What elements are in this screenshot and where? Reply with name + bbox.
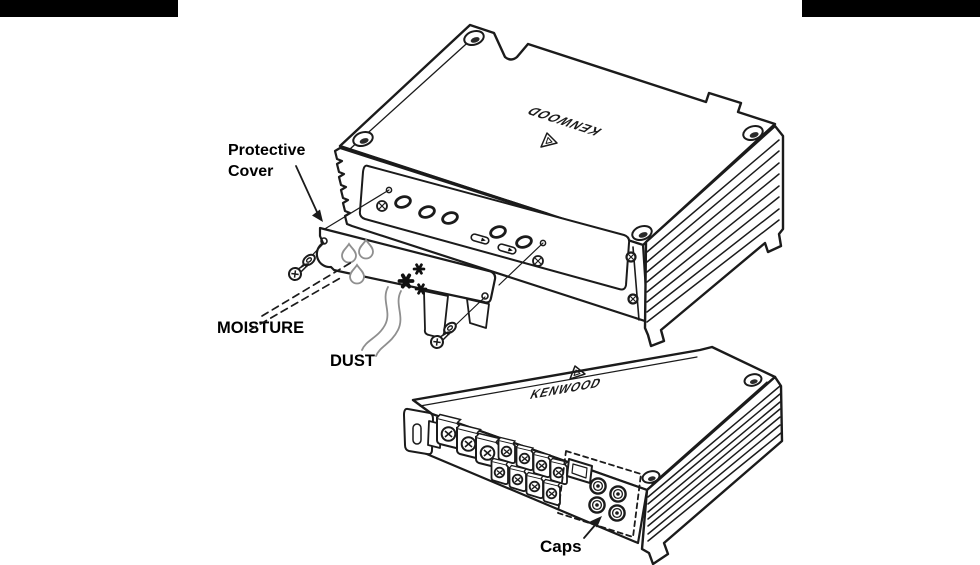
bottom-amp-seam-line (651, 381, 768, 485)
end-strip-screw (625, 251, 639, 305)
rca-cap-icon (589, 477, 607, 495)
caps-arrow-line (583, 523, 597, 539)
label-moisture: MOISTURE (217, 319, 304, 337)
bottom-amp-seam-line (419, 356, 698, 407)
mounting-screws (285, 242, 486, 352)
label-protective-cover-line1: Protective (228, 142, 305, 159)
leader-line (498, 242, 544, 286)
warning-triangle-icon (540, 132, 558, 148)
panel-screw-head (532, 255, 544, 267)
panel-screw-hole (539, 239, 547, 247)
label-protective-cover-line2: Cover (228, 163, 273, 180)
heatsink-fins (646, 139, 780, 323)
arrow-head-icon (312, 209, 323, 222)
end-cap-slot (412, 423, 422, 445)
arrow-head-icon (590, 516, 602, 528)
speaker-terminal-block (532, 450, 551, 478)
dust-wavy-line (375, 290, 402, 357)
speaker-terminal-block (497, 436, 516, 464)
protective-cover-arrow-line (295, 165, 318, 213)
protective-cover-panel (315, 226, 497, 357)
top-amp-top-face (338, 23, 777, 247)
end-cap-left (403, 407, 434, 456)
heatsink-fins (647, 385, 782, 542)
cover-tab (466, 298, 490, 329)
speaker-terminal-block (515, 443, 534, 471)
cover-screw-hole (481, 292, 489, 300)
heatsink-top-amp (643, 124, 785, 348)
label-dust: DUST (330, 352, 375, 370)
cover-screw-hole (320, 237, 328, 245)
heatsink-bottom-amp (640, 375, 784, 565)
warning-triangle-inner (545, 137, 553, 144)
panel-screw-hole (385, 186, 393, 194)
speaker-terminal-block (542, 478, 561, 506)
speaker-terminal-block (508, 464, 527, 492)
moisture-leader-dashed (249, 276, 343, 331)
warning-triangle-icon (569, 365, 586, 380)
panel-screw-head (376, 200, 388, 212)
header-bar-left (0, 0, 178, 17)
rca-cap-icon (609, 485, 627, 503)
rca-cap-icon (608, 504, 626, 522)
leader-line (322, 189, 390, 231)
dust-wavy-line (361, 286, 389, 351)
speaker-terminal-block (525, 471, 544, 499)
annotations: Protective Cover MOISTURE DUST Caps (217, 142, 602, 556)
warning-triangle-inner (573, 369, 581, 376)
amplifier-top-illustration: KENWOOD (322, 23, 785, 348)
rca-cap-icon (588, 496, 606, 514)
moisture-leader-dashed (261, 261, 353, 317)
header-bar-right (802, 0, 980, 17)
label-caps: Caps (540, 537, 582, 556)
amplifier-bottom-illustration: KENWOOD (403, 345, 784, 565)
input-port-inner (571, 463, 588, 479)
speaker-terminal-block (490, 457, 509, 485)
